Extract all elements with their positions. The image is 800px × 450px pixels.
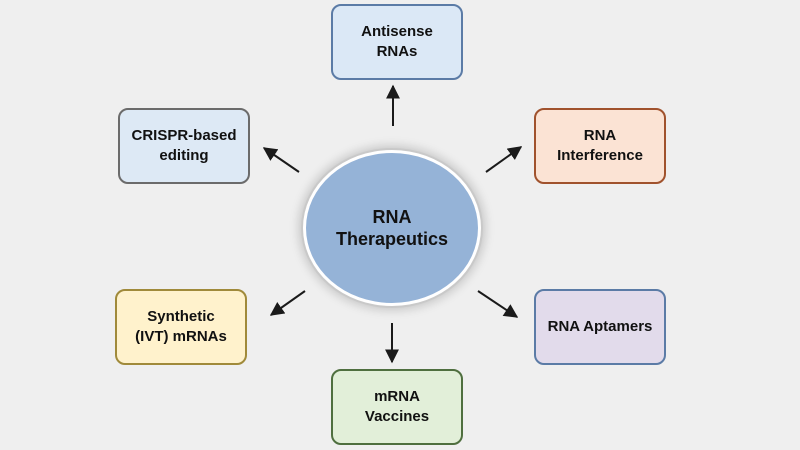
node-rna-aptamers-label: RNA Aptamers <box>547 318 653 335</box>
node-mrna-vaccines-label: mRNA Vaccines <box>364 388 430 425</box>
node-rna-aptamers: RNA Aptamers <box>534 289 666 365</box>
node-crispr: CRISPR-based editing <box>118 108 250 184</box>
center-node-label: RNA Therapeutics <box>335 207 449 249</box>
node-mrna-vaccines: mRNA Vaccines <box>331 369 463 445</box>
node-synthetic-mrnas-label: Synthetic (IVT) mRNAs <box>135 308 227 345</box>
node-crispr-label: CRISPR-based editing <box>131 127 237 164</box>
node-antisense-label: Antisense RNAs <box>361 23 433 60</box>
arrow-to-rna-aptamers <box>477 290 519 318</box>
node-rna-interference: RNA Interference <box>534 108 666 184</box>
node-synthetic-mrnas: Synthetic (IVT) mRNAs <box>115 289 247 365</box>
node-rna-interference-label: RNA Interference <box>557 127 643 164</box>
arrow-to-rna-interference <box>485 146 523 173</box>
arrow-to-crispr <box>262 147 300 173</box>
arrow-to-synthetic-mrnas <box>269 290 306 316</box>
center-node: RNA Therapeutics <box>303 150 481 306</box>
node-antisense: Antisense RNAs <box>331 4 463 80</box>
